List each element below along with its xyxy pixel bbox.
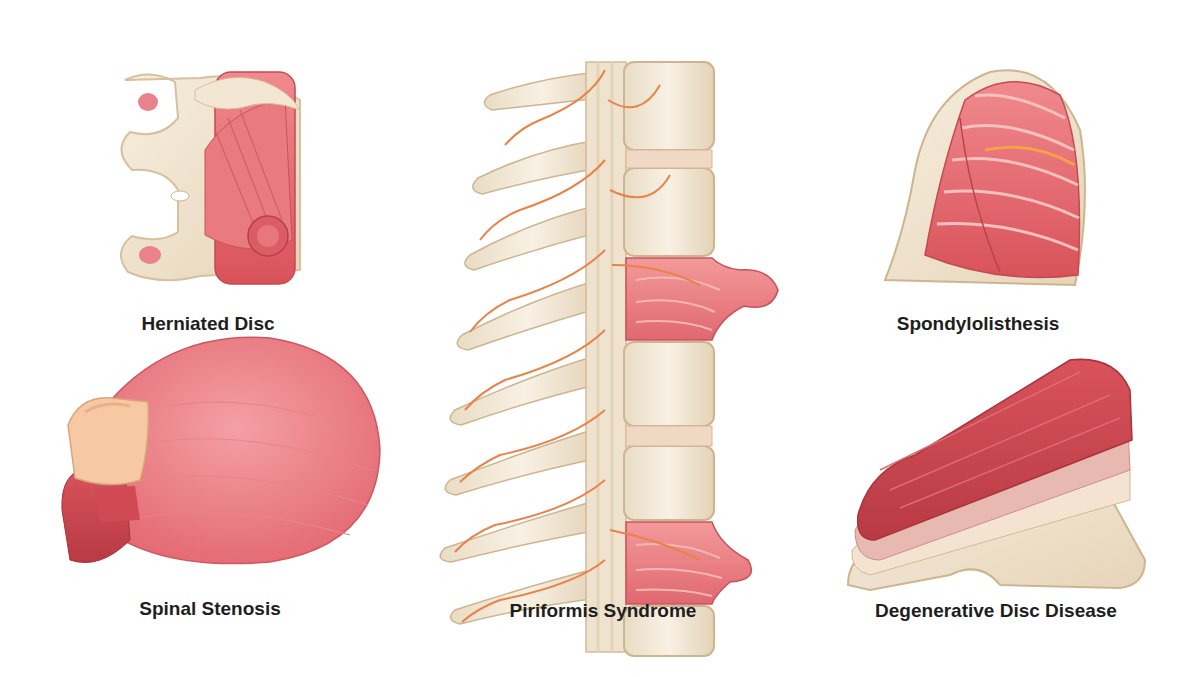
spine-column [440, 62, 778, 656]
spondylolisthesis-figure [885, 70, 1085, 285]
condition-label: Spondylolisthesis [897, 313, 1060, 335]
degenerative-disc-figure [848, 359, 1145, 590]
herniated-disc-figure [121, 72, 300, 284]
condition-label: Degenerative Disc Disease [875, 600, 1117, 622]
condition-label: Piriformis Syndrome [510, 600, 697, 622]
spinal-stenosis-figure [62, 337, 380, 563]
condition-label: Spinal Stenosis [139, 598, 280, 620]
condition-label: Herniated Disc [141, 313, 274, 335]
